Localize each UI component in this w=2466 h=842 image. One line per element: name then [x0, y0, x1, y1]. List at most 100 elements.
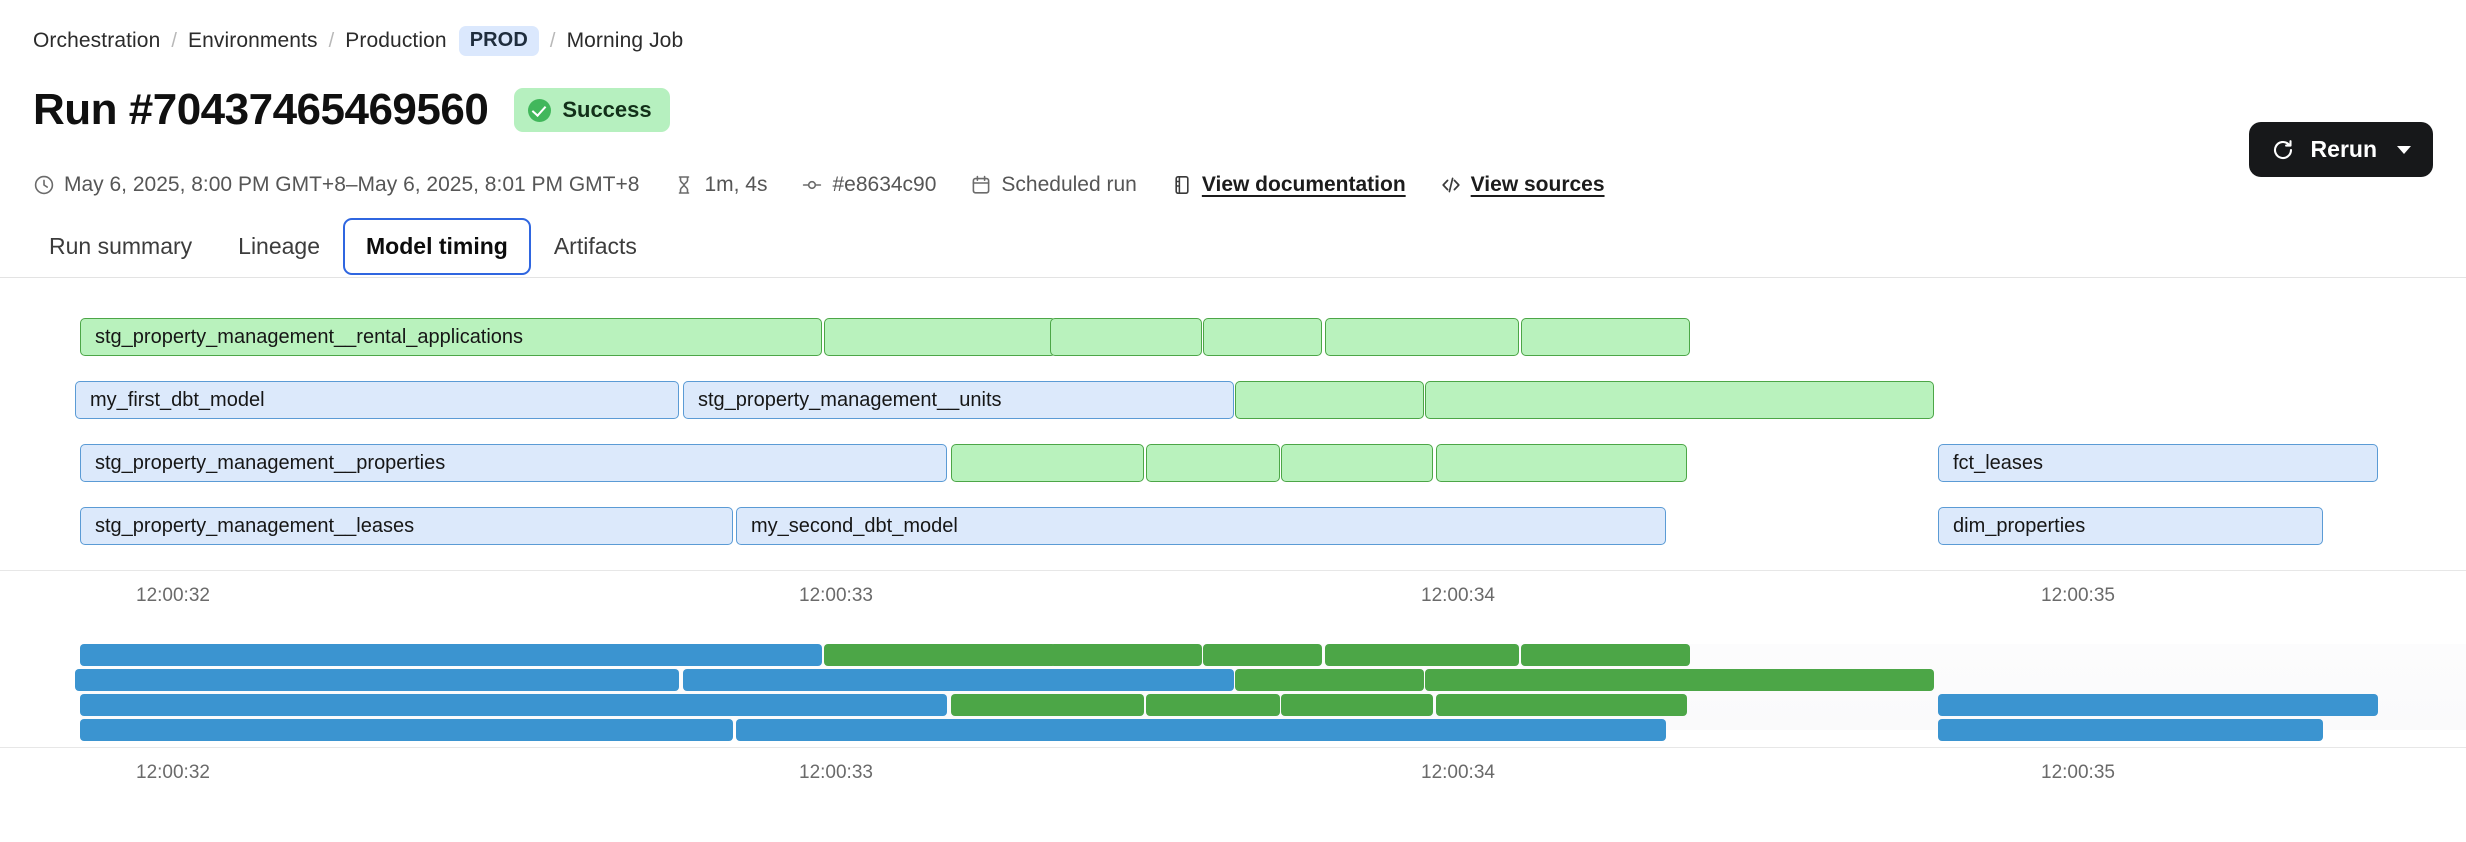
tab-lineage[interactable]: Lineage [238, 233, 321, 259]
gantt-bar-segment[interactable] [1521, 644, 1690, 666]
breadcrumb-item-environments[interactable]: Environments [188, 29, 318, 52]
gantt-bar-segment[interactable] [1436, 444, 1687, 482]
gantt-bar-segment[interactable] [683, 669, 1234, 691]
gantt-row: stg_property_management__rental_applicat… [0, 318, 2466, 356]
rerun-button-label: Rerun [2310, 136, 2377, 162]
gantt-bar-segment[interactable] [80, 719, 733, 741]
run-meta-row: May 6, 2025, 8:00 PM GMT+8–May 6, 2025, … [33, 173, 1605, 197]
meta-item-commit: #e8634c90 [801, 173, 936, 197]
gantt-bar-segment[interactable] [951, 694, 1144, 716]
breadcrumb-separator: / [171, 29, 178, 52]
model-timing-overview-rows [0, 644, 2466, 741]
breadcrumb: Orchestration / Environments / Production PRO… [33, 26, 683, 56]
breadcrumb-separator: / [328, 29, 335, 52]
gantt-bar-segment[interactable] [736, 719, 1666, 741]
gantt-row [0, 644, 2466, 666]
gantt-bar-segment[interactable] [1235, 381, 1424, 419]
gantt-bar-segment[interactable] [1146, 444, 1280, 482]
environment-badge: PROD [458, 26, 539, 56]
gantt-bar-label: dim_properties [1953, 514, 2086, 537]
gantt-bar-label: stg_property_management__units [698, 388, 1002, 411]
model-timing-detail-rows: stg_property_management__rental_applicat… [0, 318, 2466, 545]
refresh-icon [2273, 139, 2292, 159]
breadcrumb-separator: / [549, 29, 556, 52]
rerun-button[interactable]: Rerun [2248, 122, 2433, 177]
meta-item-label: May 6, 2025, 8:00 PM GMT+8–May 6, 2025, … [64, 173, 640, 196]
gantt-bar-label: my_first_dbt_model [90, 388, 265, 411]
axis-tick-label: 12:00:33 [799, 762, 873, 783]
axis-tick-label: 12:00:34 [1421, 762, 1495, 783]
model-timing-overview-chart: 12:00:32 12:00:33 12:00:34 12:00:35 [0, 644, 2466, 793]
meta-item-clock: May 6, 2025, 8:00 PM GMT+8–May 6, 2025, … [33, 173, 639, 197]
gantt-bar-segment[interactable] [1203, 318, 1322, 356]
meta-item-label[interactable]: View documentation [1201, 173, 1406, 196]
gantt-bar-my_first_dbt_model[interactable]: my_first_dbt_model [75, 381, 679, 419]
tab-bar: Run summary Lineage Model timing Artifacts [26, 218, 660, 275]
gantt-bar-dim_properties[interactable]: dim_properties [1938, 507, 2323, 545]
chevron-down-icon[interactable] [2397, 145, 2411, 154]
gantt-bar-label: stg_property_management__leases [95, 514, 415, 537]
gantt-bar-segment[interactable] [1425, 669, 1934, 691]
gantt-bar-label: stg_property_management__properties [95, 451, 446, 474]
code-icon [1442, 177, 1460, 193]
gantt-bar-segment[interactable] [1436, 694, 1687, 716]
gantt-row [0, 694, 2466, 716]
gantt-bar-segment[interactable] [1425, 381, 1934, 419]
gantt-bar-label: stg_property_management__rental_applicat… [95, 325, 524, 348]
gantt-bar-segment[interactable] [1146, 694, 1280, 716]
gantt-bar-segment[interactable] [1938, 694, 2378, 716]
gantt-bar-segment[interactable] [1050, 318, 1202, 356]
gantt-row: stg_property_management__properties fct_l… [0, 444, 2466, 482]
gantt-bar-segment[interactable] [1325, 644, 1519, 666]
tab-bar-divider [0, 277, 2466, 278]
gantt-bar-segment[interactable] [80, 694, 947, 716]
meta-item-code[interactable]: View sources [1440, 173, 1605, 197]
tab-run-summary[interactable]: Run summary [49, 233, 193, 259]
model-timing-overview-axis: 12:00:32 12:00:33 12:00:34 12:00:35 [0, 747, 2466, 793]
axis-tick-label: 12:00:32 [136, 762, 210, 783]
model-timing-detail-chart: stg_property_management__rental_applicat… [0, 318, 2466, 616]
tab-artifacts[interactable]: Artifacts [553, 233, 637, 259]
gantt-bar-segment[interactable] [824, 644, 1056, 666]
breadcrumb-item-orchestration[interactable]: Orchestration [33, 29, 161, 52]
gantt-bar-stg_property_management__properties[interactable]: stg_property_management__properties [80, 444, 947, 482]
clock-icon [34, 175, 54, 195]
check-circle-icon [528, 98, 552, 122]
axis-tick-label: 12:00:32 [136, 585, 210, 606]
gantt-bar-segment[interactable] [1325, 318, 1519, 356]
gantt-bar-segment[interactable] [1521, 318, 1690, 356]
gantt-bar-segment[interactable] [75, 669, 679, 691]
meta-item-label: #e8634c90 [832, 173, 937, 196]
gantt-bar-my_second_dbt_model[interactable]: my_second_dbt_model [736, 507, 1666, 545]
axis-tick-label: 12:00:35 [2041, 585, 2115, 606]
hourglass-icon [679, 176, 690, 194]
gantt-bar-segment[interactable] [1235, 669, 1424, 691]
axis-tick-label: 12:00:34 [1421, 585, 1495, 606]
meta-item-label[interactable]: View sources [1470, 173, 1605, 196]
status-badge: Success [514, 88, 670, 132]
axis-tick-label: 12:00:33 [799, 585, 873, 606]
gantt-bar-segment[interactable] [824, 318, 1056, 356]
gantt-bar-stg_property_management__rental_applications[interactable]: stg_property_management__rental_applicat… [80, 318, 822, 356]
book-icon [1175, 175, 1189, 194]
gantt-row [0, 669, 2466, 691]
gantt-bar-segment[interactable] [80, 644, 822, 666]
breadcrumb-item-production[interactable]: Production [345, 29, 447, 52]
tab-model-timing[interactable]: Model timing [343, 218, 531, 275]
calendar-icon [973, 175, 990, 194]
axis-tick-label: 12:00:35 [2041, 762, 2115, 783]
gantt-bar-stg_property_management__units[interactable]: stg_property_management__units [683, 381, 1234, 419]
gantt-bar-segment[interactable] [951, 444, 1144, 482]
gantt-bar-segment[interactable] [1203, 644, 1322, 666]
gantt-bar-segment[interactable] [1938, 719, 2323, 741]
meta-item-book[interactable]: View documentation [1171, 173, 1406, 197]
gantt-row: stg_property_management__leases my_second… [0, 507, 2466, 545]
gantt-bar-fct_leases[interactable]: fct_leases [1938, 444, 2378, 482]
gantt-bar-segment[interactable] [1281, 444, 1433, 482]
gantt-bar-stg_property_management__leases[interactable]: stg_property_management__leases [80, 507, 733, 545]
gantt-bar-segment[interactable] [1050, 644, 1202, 666]
status-badge-label: Success [562, 97, 652, 122]
gantt-bar-segment[interactable] [1281, 694, 1433, 716]
meta-item-hourglass: 1m, 4s [673, 173, 767, 197]
